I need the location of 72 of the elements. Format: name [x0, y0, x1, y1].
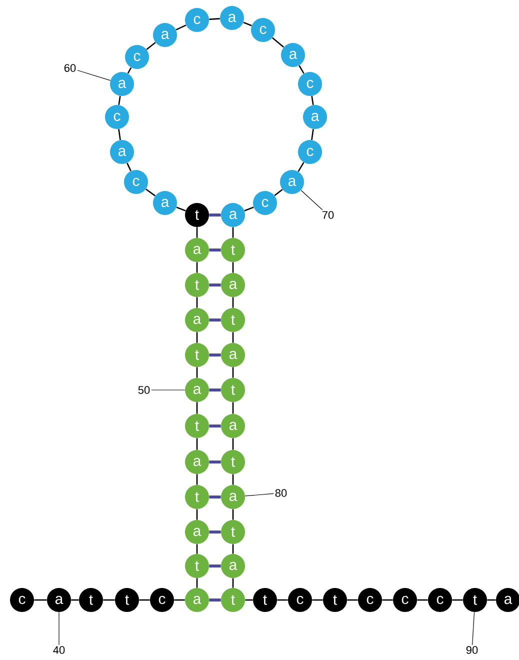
base-pair-line — [209, 530, 221, 534]
backbone-line — [118, 128, 121, 140]
base-pair-line — [209, 496, 221, 498]
backbone-line — [103, 599, 115, 601]
backbone-line — [232, 332, 234, 343]
backbone-line — [176, 24, 186, 30]
base-pair-line — [209, 284, 221, 286]
backbone-line — [196, 402, 198, 414]
leader-line — [472, 612, 475, 646]
backbone-line — [196, 297, 198, 308]
backbone-line — [272, 37, 284, 48]
backbone-line — [311, 128, 314, 140]
position-number: 70 — [322, 211, 334, 219]
backbone-line — [277, 599, 288, 601]
backbone-line — [139, 599, 150, 601]
position-number: 80 — [275, 489, 287, 497]
base-pair-line — [209, 214, 221, 216]
backbone-line — [232, 578, 234, 588]
backbone-line — [243, 22, 252, 26]
backbone-line — [196, 578, 198, 588]
backbone-line — [312, 599, 323, 601]
backbone-line — [176, 206, 186, 212]
backbone-line — [232, 474, 234, 485]
backbone-line — [34, 599, 47, 601]
base-pair-line — [209, 248, 221, 252]
base-pair-line — [209, 388, 221, 392]
backbone-line — [196, 474, 198, 485]
backbone-line — [232, 227, 234, 238]
base-pair-line — [209, 564, 221, 568]
backbone-line — [232, 297, 234, 308]
backbone-line — [209, 18, 220, 20]
backbone-line — [196, 367, 198, 378]
leader-line — [58, 612, 60, 646]
backbone-line — [196, 332, 198, 343]
backbone-line — [452, 599, 463, 601]
backbone-line — [232, 438, 234, 450]
backbone-line — [196, 262, 198, 273]
backbone-line — [298, 162, 304, 172]
base-pair-line — [209, 354, 221, 356]
backbone-line — [196, 509, 198, 520]
backbone-line — [127, 67, 132, 74]
backbone-line — [118, 96, 121, 106]
backbone-line — [126, 162, 132, 172]
backbone-line — [232, 262, 234, 273]
backbone-line — [232, 509, 234, 520]
backbone-line — [196, 227, 198, 238]
position-number: 40 — [53, 646, 65, 654]
base-pair-line — [209, 318, 221, 322]
backbone-line — [298, 65, 304, 74]
backbone-line — [196, 438, 198, 450]
base-pair-line — [209, 460, 221, 464]
backbone-line — [244, 206, 254, 212]
position-number: 50 — [138, 386, 150, 394]
backbone-line — [232, 402, 234, 414]
backbone-line — [146, 188, 156, 196]
base-pair-line — [209, 598, 221, 602]
backbone-line — [174, 599, 185, 601]
backbone-line — [311, 96, 314, 106]
backbone-line — [274, 188, 283, 196]
leader-line — [244, 493, 274, 496]
backbone-line — [347, 599, 358, 601]
backbone-line — [146, 42, 156, 50]
backbone-line — [417, 599, 428, 601]
backbone-line — [196, 544, 198, 554]
base-pair-line — [209, 424, 221, 428]
leader-line — [77, 70, 111, 81]
backbone-line — [232, 367, 234, 378]
position-number: 90 — [466, 646, 478, 654]
backbone-line — [232, 544, 234, 554]
backbone-line — [382, 599, 393, 601]
position-number: 60 — [64, 64, 76, 72]
leader-line — [300, 190, 323, 210]
